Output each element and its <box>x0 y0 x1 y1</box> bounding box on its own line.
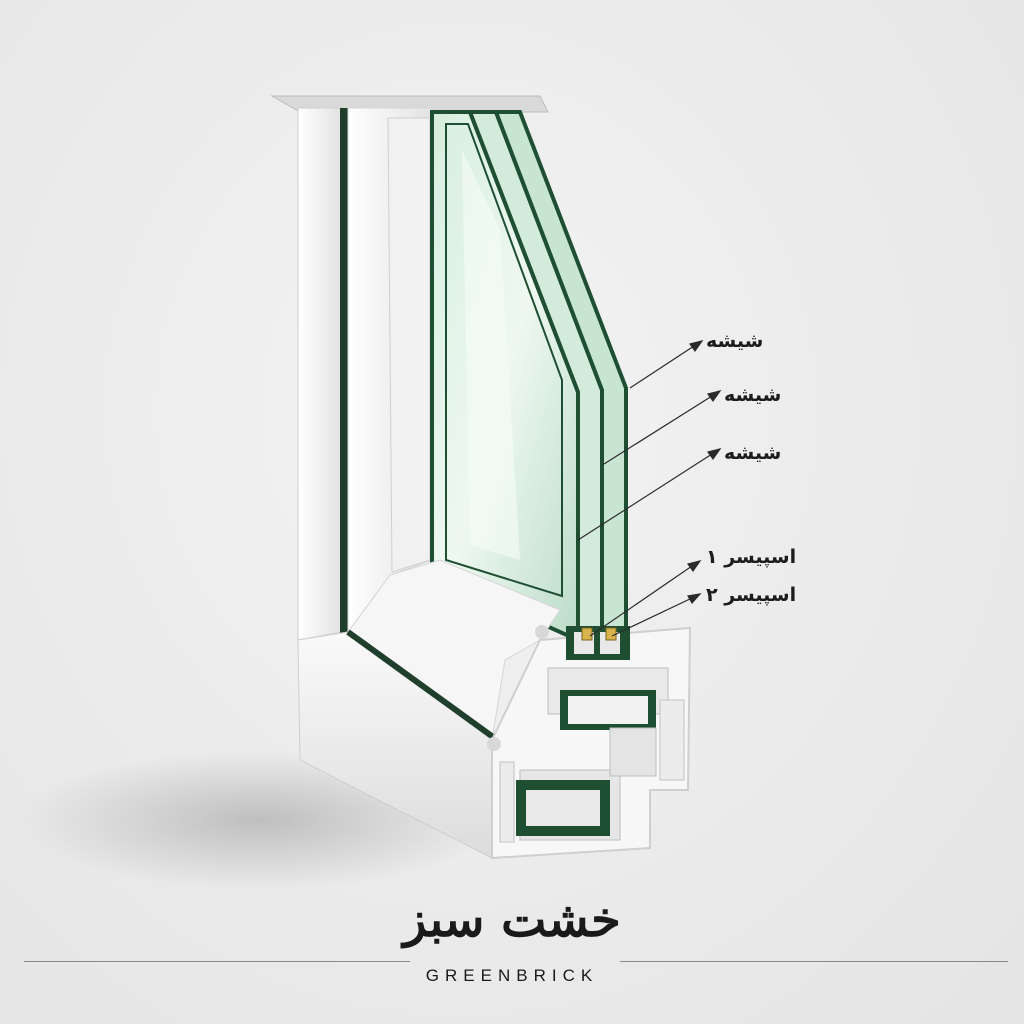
brand-logo-persian: خشت سبز <box>403 892 621 948</box>
glass-inner-frame <box>445 123 563 598</box>
leader-lines <box>577 340 722 637</box>
brand-rule-left <box>24 961 410 962</box>
label-glass-middle: شیشه <box>724 384 782 406</box>
outer-frame-vertical <box>297 107 343 641</box>
frame-gasket-line <box>340 108 348 636</box>
label-spacer-2: اسپیسر ۲ <box>706 584 797 606</box>
label-spacer-1: اسپیسر ۱ <box>706 546 797 568</box>
spacer-1-mark <box>581 627 593 641</box>
spacer-2-mark <box>605 627 617 641</box>
brand-logo-english: GREENBRICK <box>425 966 599 985</box>
brand-rule-right <box>620 961 1008 962</box>
sash-bead <box>387 117 431 573</box>
label-glass-inner: شیشه <box>724 442 782 464</box>
label-glass-outer: شیشه <box>706 330 764 352</box>
sill-gasket-line <box>346 629 502 745</box>
glass-reflection <box>462 150 520 560</box>
profile-cross-section <box>487 625 692 860</box>
